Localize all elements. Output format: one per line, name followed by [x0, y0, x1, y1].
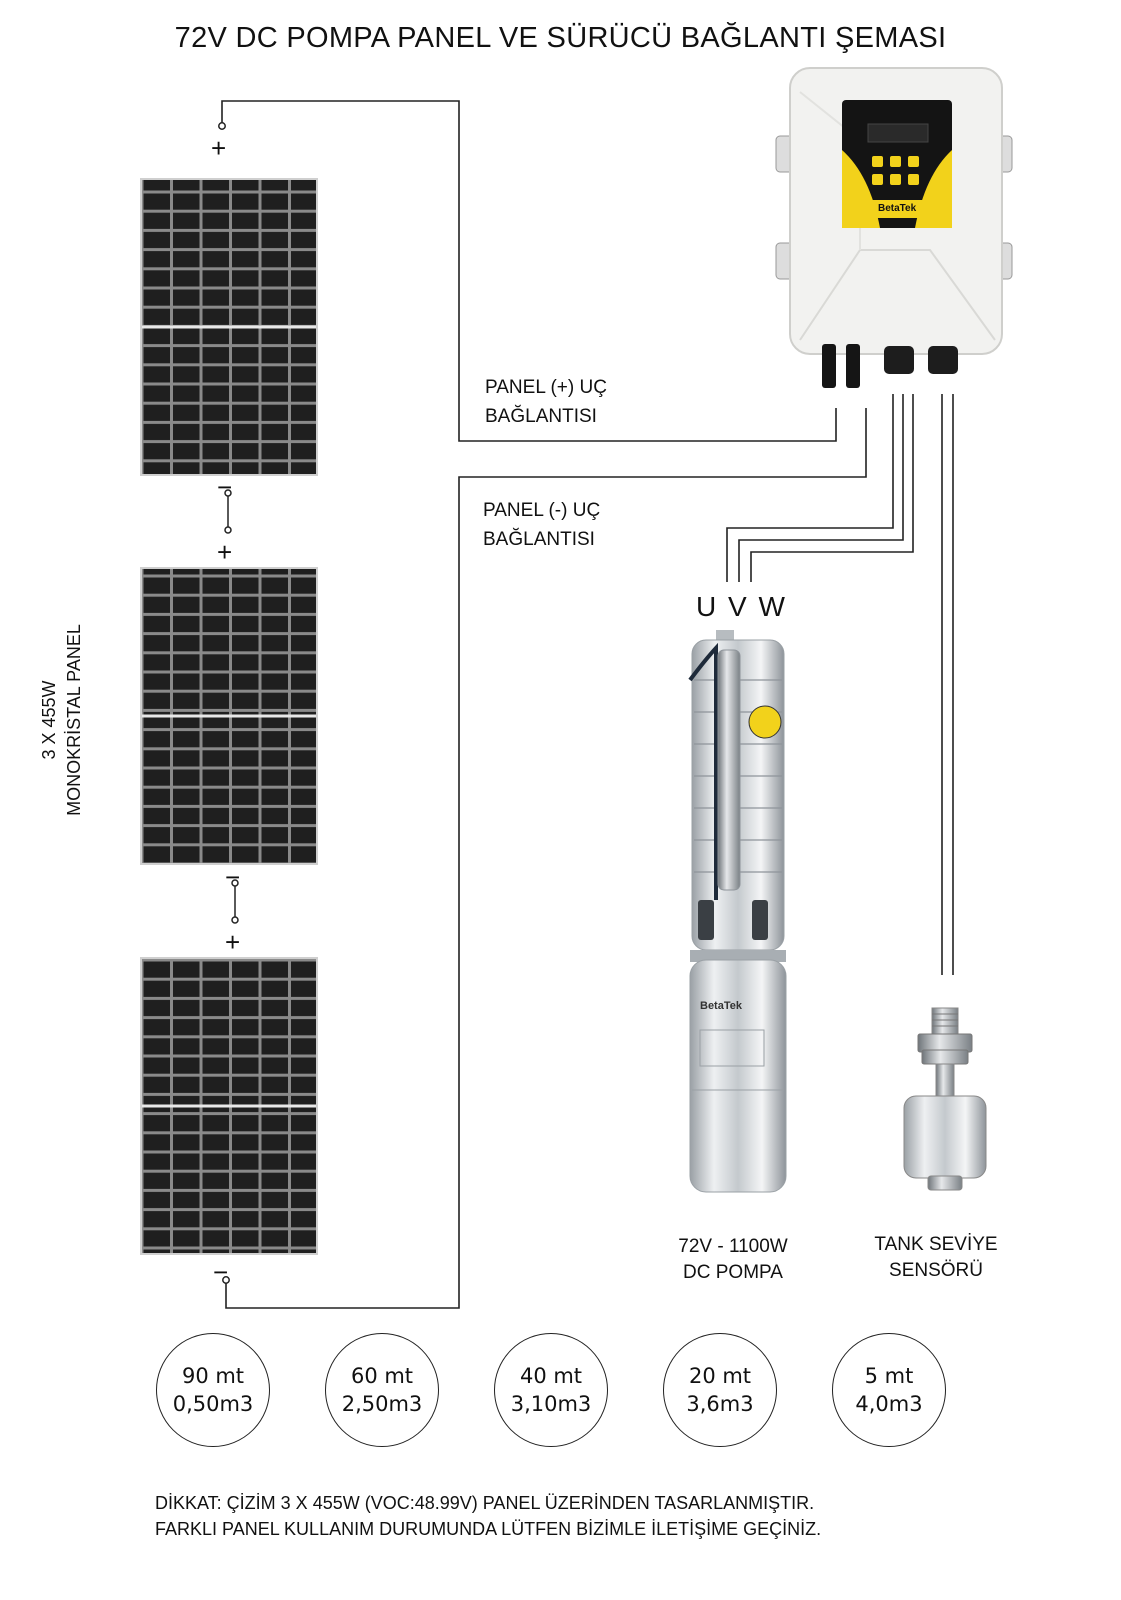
- panel-plus-label-line2: BAĞLANTISI: [485, 406, 597, 427]
- negative-wire: [225, 408, 867, 1309]
- sensor-wires: [941, 394, 954, 975]
- panel-minus-label-line1: PANEL (-) UÇ: [483, 500, 601, 521]
- panel3-minus-mark: −: [213, 1257, 229, 1287]
- performance-circle: 40 mt 3,10m3: [494, 1333, 608, 1447]
- performance-flow: 0,50m3: [172, 1392, 254, 1416]
- panel1-minus-mark: −: [217, 472, 233, 502]
- warning-note-line2: FARKLI PANEL KULLANIM DURUMUNDA LÜTFEN B…: [155, 1519, 822, 1539]
- panel3-plus-mark: +: [225, 927, 241, 957]
- panel2-minus-mark: −: [225, 862, 241, 892]
- panel-plus-connection-label: PANEL (+) UÇ BAĞLANTISI: [485, 373, 607, 431]
- performance-circle: 20 mt 3,6m3: [663, 1333, 777, 1447]
- solar-array-label-line1: 3 X 455W: [39, 680, 59, 760]
- panel2-plus-mark: +: [217, 537, 233, 567]
- tank-level-sensor: [903, 1007, 987, 1191]
- pump-brand: BetaTek: [700, 1000, 742, 1012]
- performance-depth: 60 mt: [350, 1364, 414, 1388]
- performance-flow: 3,6m3: [686, 1392, 754, 1416]
- panel-minus-connection-label: PANEL (-) UÇ BAĞLANTISI: [483, 496, 600, 554]
- panel-plus-label-line1: PANEL (+) UÇ: [485, 377, 607, 398]
- sensor-caption: TANK SEVİYE SENSÖRÜ: [850, 1232, 1022, 1284]
- sensor-caption-line1: TANK SEVİYE: [874, 1234, 998, 1255]
- solar-panel-2: [140, 567, 318, 865]
- pump-caption-line1: 72V - 1100W: [678, 1236, 788, 1257]
- performance-depth: 5 mt: [864, 1364, 914, 1388]
- performance-depth: 90 mt: [181, 1364, 245, 1388]
- dc-pump: [688, 630, 787, 1193]
- performance-depth: 20 mt: [688, 1364, 752, 1388]
- sensor-caption-line2: SENSÖRÜ: [889, 1260, 983, 1281]
- pump-controller: [775, 67, 1013, 388]
- pump-caption-line2: DC POMPA: [683, 1262, 783, 1283]
- performance-depth: 40 mt: [519, 1364, 583, 1388]
- panel1-plus-mark: +: [211, 133, 227, 163]
- page-title: 72V DC POMPA PANEL VE SÜRÜCÜ BAĞLANTI ŞE…: [174, 22, 947, 54]
- uvw-label: U V W: [696, 591, 787, 622]
- performance-flow: 3,10m3: [510, 1392, 592, 1416]
- performance-circle: 60 mt 2,50m3: [325, 1333, 439, 1447]
- series-jumper-2: [231, 879, 239, 924]
- pump-caption: 72V - 1100W DC POMPA: [648, 1234, 818, 1286]
- series-jumper-1: [224, 489, 232, 534]
- positive-wire: [221, 100, 837, 442]
- panel-minus-label-line2: BAĞLANTISI: [483, 529, 595, 550]
- solar-panel-3: [140, 957, 318, 1255]
- solar-panel-1: [140, 178, 318, 476]
- performance-flow: 2,50m3: [341, 1392, 423, 1416]
- controller-brand: BetaTek: [878, 203, 917, 214]
- performance-circle: 5 mt 4,0m3: [832, 1333, 946, 1447]
- performance-circle: 90 mt 0,50m3: [156, 1333, 270, 1447]
- motor-phase-wires: [726, 394, 914, 582]
- solar-array-label: 3 X 455W MONOKRİSTAL PANEL: [37, 600, 87, 840]
- warning-note-line1: DİKKAT: ÇİZİM 3 X 455W (VOC:48.99V) PANE…: [155, 1493, 815, 1513]
- solar-array-label-line2: MONOKRİSTAL PANEL: [64, 624, 84, 816]
- performance-flow: 4,0m3: [855, 1392, 923, 1416]
- warning-note: DİKKAT: ÇİZİM 3 X 455W (VOC:48.99V) PANE…: [155, 1490, 821, 1542]
